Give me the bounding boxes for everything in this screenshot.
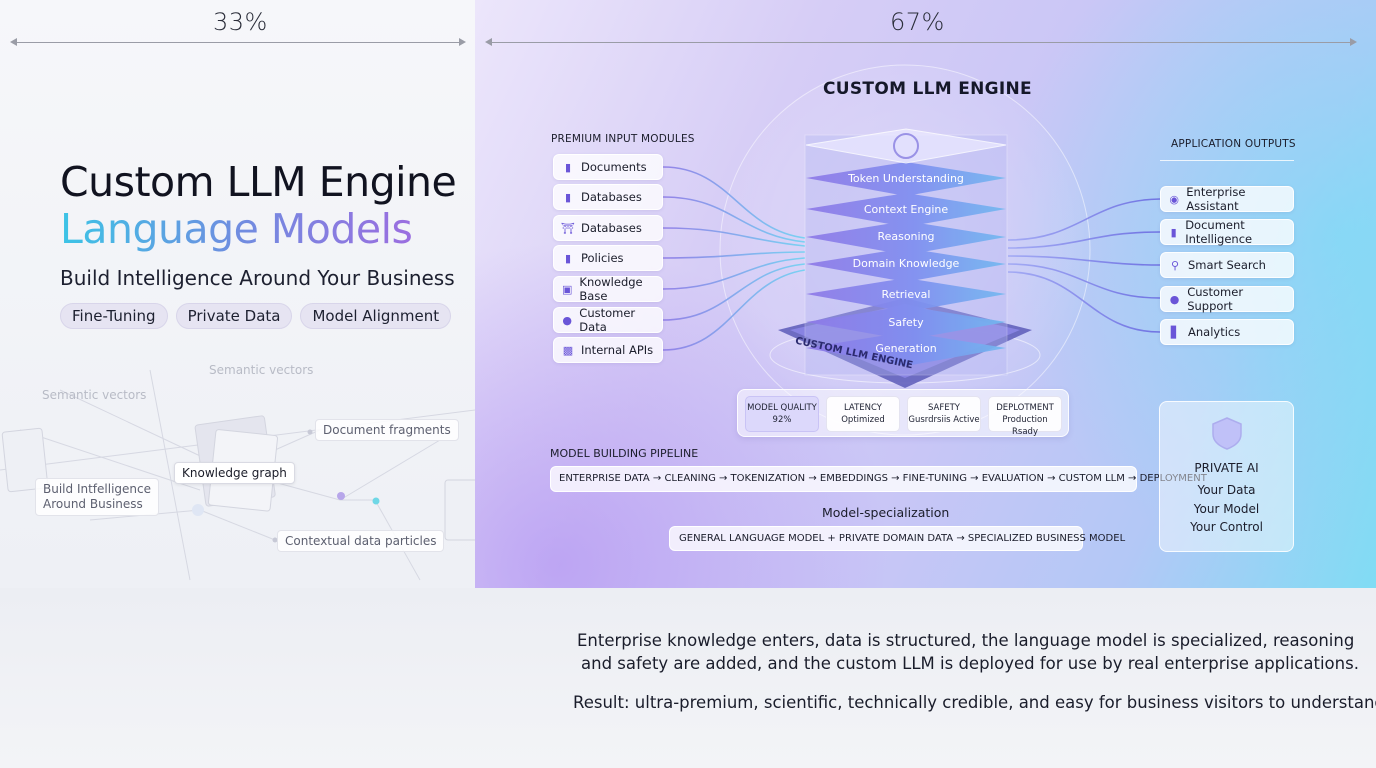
input-flows	[662, 166, 806, 351]
diagram-title: CUSTOM LLM ENGINE	[823, 79, 1032, 99]
semantic-vectors-top: Semantic vectors	[209, 363, 314, 377]
layer-context-engine: Context Engine	[863, 203, 949, 216]
outro-line-1: Enterprise knowledge enters, data is str…	[577, 631, 1355, 650]
outro-result: Result: ultra-premium, scientific, techn…	[573, 693, 1376, 712]
layer-retrieval: Retrieval	[881, 288, 931, 301]
private-line-model: Your Model	[1193, 502, 1260, 516]
engine-graphic	[662, 64, 1242, 450]
right-percent: 67%	[890, 8, 945, 36]
output-enterprise-assistant[interactable]: ◉Enterprise Assistant	[1160, 185, 1294, 213]
left-dimension-line	[10, 38, 466, 46]
private-line-control: Your Control	[1190, 520, 1263, 534]
knowledge-graph-label: Knowledge graph	[174, 462, 295, 484]
database-icon: ⛩	[561, 221, 575, 235]
input-customer-data[interactable]: ●Customer Data	[553, 306, 663, 334]
user-icon: ●	[562, 313, 572, 327]
build-line-2: Around Business	[43, 497, 143, 511]
hero-subtitle: Language Models	[60, 205, 413, 253]
layer-domain-knowledge: Domain Knowledge	[852, 257, 960, 270]
layer-token-understanding: Token Understanding	[848, 172, 964, 185]
users-icon: ●	[1169, 292, 1180, 306]
build-intelligence-label: Build Intfelligence Around Business	[35, 478, 159, 516]
assistant-icon: ◉	[1169, 192, 1179, 206]
layer-safety: Safety	[888, 316, 924, 329]
input-policies[interactable]: ▮Policies	[553, 245, 663, 271]
input-documents[interactable]: ▮Documents	[553, 154, 663, 180]
input-databases[interactable]: ▮Databases	[553, 184, 663, 210]
book-icon: ▣	[562, 282, 573, 296]
bar-chart-icon: ▋	[1170, 325, 1180, 339]
shield-icon	[1212, 417, 1242, 450]
hero-tagline: Build Intelligence Around Your Business	[60, 266, 455, 290]
pipeline-steps: ENTERPRISE DATA → CLEANING → TOKENIZATIO…	[550, 466, 1207, 492]
search-icon: ⚲	[1170, 258, 1180, 272]
build-line-1: Build Intfelligence	[43, 482, 151, 496]
chip-model-alignment[interactable]: Model Alignment	[300, 303, 452, 329]
private-ai-card: PRIVATE AI Your Data Your Model Your Con…	[1159, 401, 1294, 552]
output-customer-support[interactable]: ●Customer Support	[1160, 285, 1294, 313]
output-analytics[interactable]: ▋Analytics	[1160, 319, 1294, 345]
input-knowledge-base[interactable]: ▣Knowledge Base	[553, 275, 663, 303]
specialization-formula: GENERAL LANGUAGE MODEL + PRIVATE DOMAIN …	[669, 526, 1125, 551]
chip-private-data[interactable]: Private Data	[175, 303, 293, 329]
input-databases-2[interactable]: ⛩Databases	[553, 215, 663, 241]
layer-reasoning: Reasoning	[877, 230, 935, 243]
inputs-heading: PREMIUM INPUT MODULES	[551, 133, 695, 145]
left-panel: Custom LLM Engine Language Models Build …	[0, 0, 475, 588]
outro-line-2: and safety are added, and the custom LLM…	[581, 654, 1359, 673]
outputs-heading: APPLICATION OUTPUTS	[1171, 138, 1296, 150]
semantic-vectors-left: Semantic vectors	[42, 388, 147, 402]
private-ai-title: PRIVATE AI	[1194, 461, 1259, 475]
outputs-divider	[1160, 160, 1294, 161]
document-fragments-label: Document fragments	[315, 419, 459, 441]
right-dimension-line	[485, 38, 1357, 46]
chip-fine-tuning[interactable]: Fine-Tuning	[60, 303, 168, 329]
bottom-panel	[0, 588, 1376, 768]
feature-chips: Fine-Tuning Private Data Model Alignment	[60, 303, 452, 329]
specialization-heading: Model-specialization	[822, 505, 950, 520]
document-icon: ▮	[564, 160, 572, 174]
document-icon: ▮	[1170, 225, 1177, 239]
pipeline-heading: MODEL BUILDING PIPELINE	[550, 447, 699, 460]
chat-icon: ▩	[562, 343, 574, 357]
knowledge-sketch: Semantic vectors Semantic vectors Docume…	[0, 350, 475, 588]
input-internal-apis[interactable]: ▩Internal APIs	[553, 337, 663, 363]
document-icon: ▮	[564, 190, 572, 204]
output-flows	[1007, 198, 1161, 333]
document-icon: ▮	[564, 251, 572, 265]
private-line-data: Your Data	[1197, 483, 1256, 497]
layer-generation: Generation	[875, 342, 937, 355]
hero-title: Custom LLM Engine	[60, 158, 457, 206]
contextual-particles-label: Contextual data particles	[277, 530, 445, 552]
output-smart-search[interactable]: ⚲Smart Search	[1160, 252, 1294, 278]
left-percent: 33%	[213, 8, 268, 36]
output-document-intelligence[interactable]: ▮Document Intelligence	[1160, 218, 1294, 246]
layer-stack	[804, 128, 1008, 376]
